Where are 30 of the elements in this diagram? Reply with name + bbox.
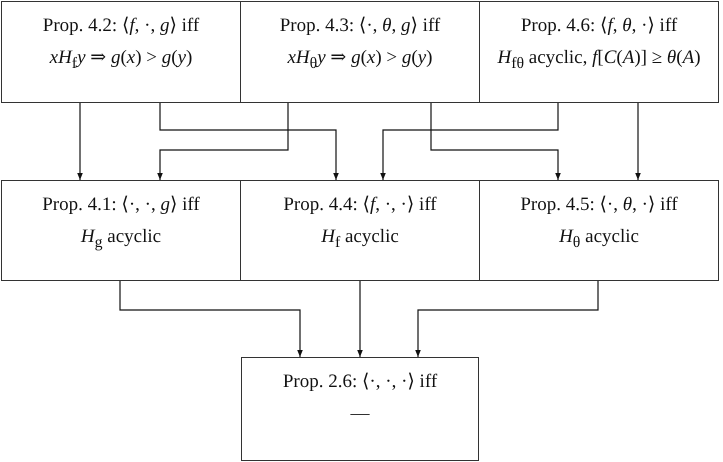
proposition-title: Prop. 2.6: ⟨·, ·, ·⟩ iff xyxy=(282,370,438,393)
proposition-box xyxy=(1,180,241,281)
arrow xyxy=(159,103,339,180)
proposition-box xyxy=(1,1,241,103)
proposition-condition: — xyxy=(349,402,371,425)
proposition-condition: H$_{g}$ acyclic xyxy=(80,225,162,253)
proposition-title: Prop. 4.3: ⟨·, θ, g⟩ iff xyxy=(278,14,442,37)
proposition-box xyxy=(479,180,719,281)
proposition-condition: H$_{θ}$ acyclic xyxy=(558,225,640,253)
proposition-title: Prop. 4.6: ⟨f, θ, ·⟩ iff xyxy=(520,14,678,37)
proposition-title: Prop. 4.2: ⟨f, ·, g⟩ iff xyxy=(42,14,200,37)
arrow xyxy=(635,103,641,180)
arrow xyxy=(77,103,83,180)
proposition-title: Prop. 4.5: ⟨·, θ, ·⟩ iff xyxy=(519,193,679,216)
proposition-box xyxy=(479,1,719,103)
proposition-condition: xH$_{f}$y ⇒ g(x) > g(y) xyxy=(48,46,194,74)
proposition-condition: H$_{f}$ acyclic xyxy=(320,225,400,253)
proposition-title: Prop. 4.1: ⟨·, ·, g⟩ iff xyxy=(41,193,201,216)
proposition-condition: H$_{fθ}$ acyclic, f[C(A)] ≥ θ(A) xyxy=(496,46,702,74)
proposition-box xyxy=(240,180,480,281)
proposition-condition: xH$_{θ}$y ⇒ g(x) > g(y) xyxy=(286,46,434,74)
proposition-title: Prop. 4.4: ⟨f, ·, ·⟩ iff xyxy=(282,193,438,216)
arrow xyxy=(119,281,303,357)
arrow xyxy=(380,103,559,180)
arrow xyxy=(157,103,289,180)
arrow xyxy=(430,103,561,180)
arrow xyxy=(415,281,599,357)
proposition-box xyxy=(241,357,479,461)
arrow xyxy=(357,281,363,357)
proposition-box xyxy=(240,1,480,103)
